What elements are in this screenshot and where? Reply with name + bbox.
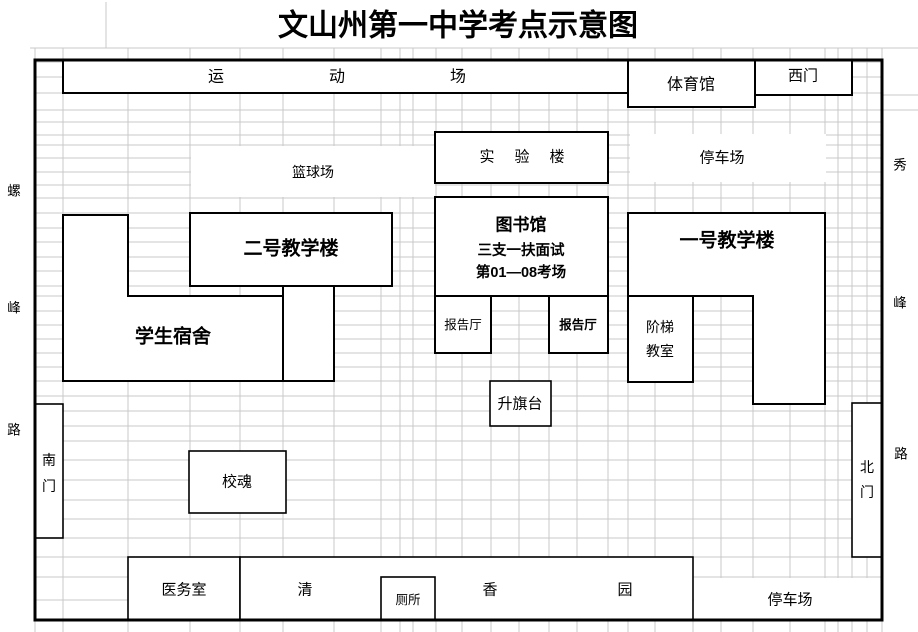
- teaching-no1-label: 一号教学楼: [679, 229, 774, 252]
- garden-box: [239, 556, 694, 621]
- basketball-court-label: 篮球场: [292, 164, 334, 180]
- north-gate-box: [851, 402, 883, 558]
- south-gate-label: 门: [42, 478, 56, 494]
- parking-top-label: 停车场: [699, 150, 744, 167]
- lecture-hall-left-label: 报告厅: [444, 317, 482, 332]
- dormitory-label: 学生宿舍: [135, 325, 212, 348]
- tiered-classroom-label: 阶梯: [646, 319, 674, 335]
- parking-top-area: [630, 134, 826, 182]
- teaching-no2-box: [189, 212, 393, 287]
- medical-room-label: 医务室: [161, 582, 206, 599]
- road-right-label: 秀: [893, 158, 907, 173]
- medical-room-box: [127, 556, 241, 621]
- school-soul-box: [188, 450, 287, 514]
- road-left-label: 路: [7, 423, 21, 438]
- south-gate-box: [34, 403, 64, 539]
- page-title: 文山州第一中学考点示意图: [278, 9, 638, 43]
- basketball-court-area: [191, 146, 435, 197]
- garden-label: 香: [482, 582, 497, 599]
- garden-label: 园: [617, 582, 632, 599]
- west-gate-label: 西门: [788, 68, 818, 85]
- teaching-no2-label: 二号教学楼: [243, 237, 338, 260]
- campus-outer-border: [33, 58, 884, 622]
- tiered-classroom-box: [627, 295, 694, 383]
- lab-building-box: [434, 131, 609, 184]
- dormitory-box: [62, 214, 284, 382]
- library-label: 图书馆: [496, 215, 547, 235]
- south-gate-label: 南: [42, 452, 56, 468]
- lab-building-label: 楼: [549, 149, 564, 166]
- flag-platform-box: [489, 380, 552, 427]
- lecture-hall-left-box: [434, 295, 492, 354]
- tiered-classroom-label: 教室: [646, 343, 674, 359]
- playground-label: 运: [208, 68, 224, 86]
- flag-platform-label: 升旗台: [497, 396, 542, 413]
- lab-building-label: 验: [514, 149, 529, 166]
- library-box: [434, 196, 609, 297]
- parking-bottom-area: [694, 578, 881, 619]
- north-gate-label: 北: [860, 459, 874, 475]
- lecture-hall-right-label: 报告厅: [559, 317, 597, 332]
- gym-box: [627, 59, 756, 108]
- road-right-label: 路: [894, 447, 908, 462]
- road-left-label: 峰: [7, 301, 21, 316]
- garden-label: 清: [297, 582, 312, 599]
- playground-label: 场: [450, 68, 466, 86]
- lab-building-label: 实: [479, 149, 494, 166]
- toilet-label: 厕所: [395, 593, 420, 607]
- north-gate-label: 门: [860, 484, 874, 500]
- school-soul-label: 校魂: [222, 474, 252, 491]
- playground-box: [62, 59, 629, 94]
- teaching-no2-wing-box: [282, 284, 335, 382]
- road-right-label: 峰: [893, 296, 907, 311]
- road-left-label: 螺: [7, 184, 21, 199]
- gym-label: 体育馆: [667, 76, 715, 94]
- playground-label: 动: [329, 68, 345, 86]
- library-session-label: 三支一扶面试: [478, 241, 565, 259]
- parking-bottom-label: 停车场: [767, 592, 812, 609]
- lecture-hall-right-box: [548, 295, 609, 354]
- library-rooms-label: 第01—08考场: [476, 263, 566, 281]
